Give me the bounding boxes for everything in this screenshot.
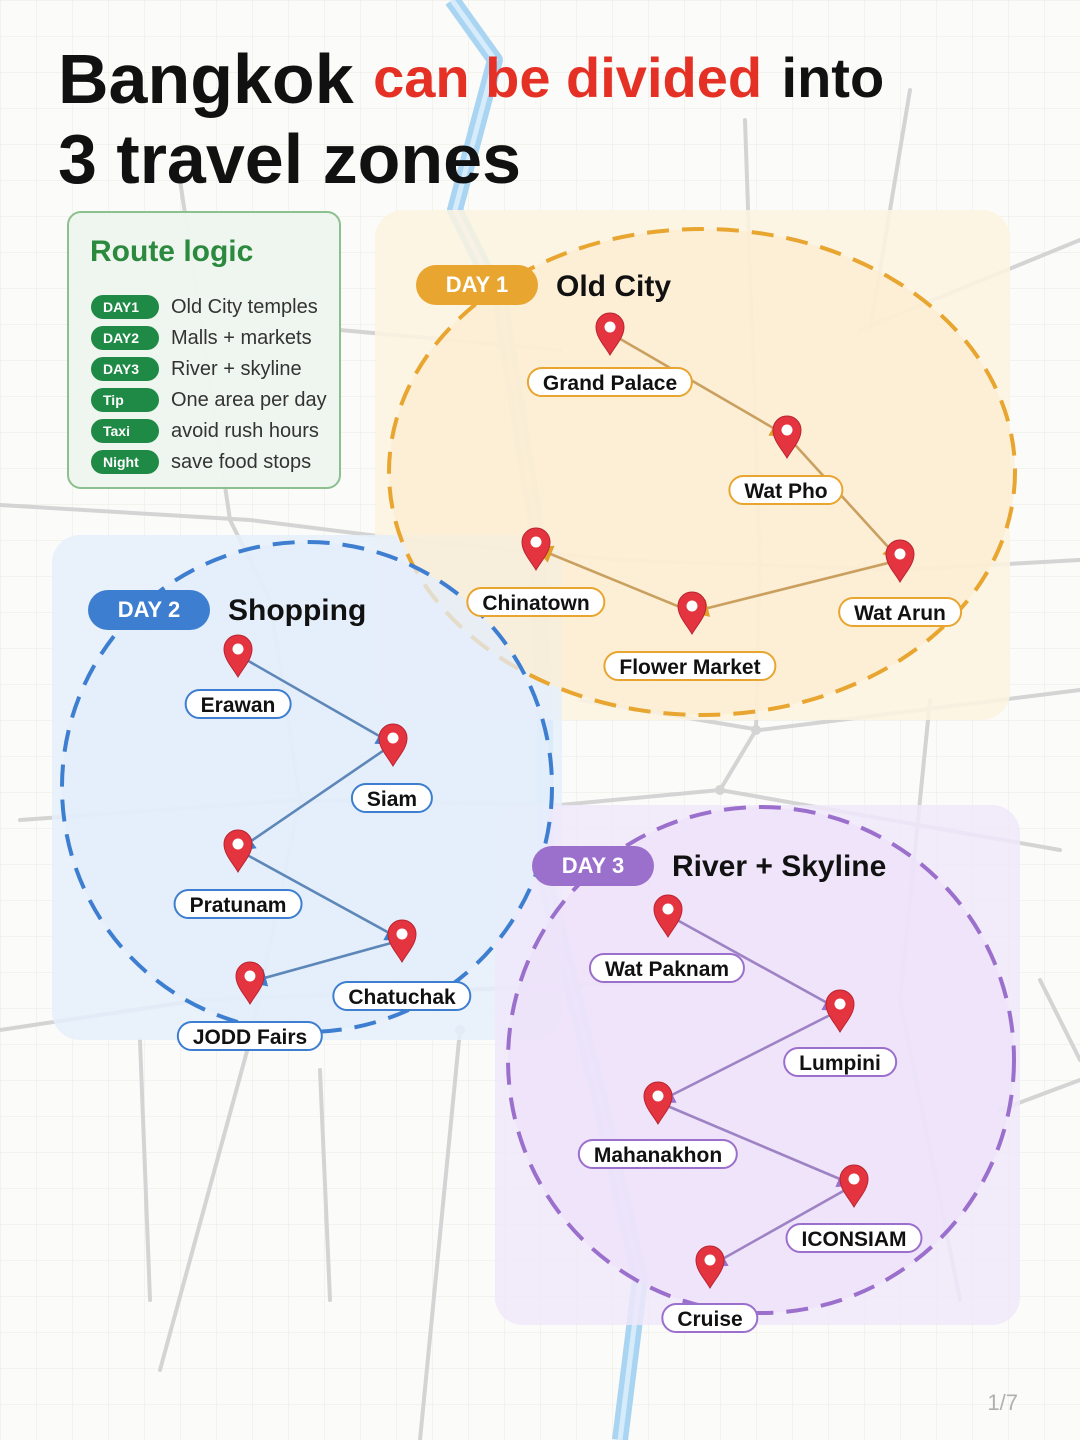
stop-label-chatuchak: Chatuchak xyxy=(332,981,472,1011)
map-pin-icon xyxy=(387,919,417,963)
page-title: Bangkok can be divided into 3 travel zon… xyxy=(58,44,884,194)
map-pin-icon xyxy=(885,539,915,583)
legend-text: Old City temples xyxy=(171,296,318,318)
route-day2 xyxy=(236,653,404,987)
route-day3 xyxy=(656,913,856,1268)
stop-label-lumpini: Lumpini xyxy=(783,1047,897,1077)
legend-text: Malls + markets xyxy=(171,327,312,349)
zone-name-day2: Shopping xyxy=(228,594,367,627)
map-pin-icon xyxy=(223,829,253,873)
legend-badge: Tip xyxy=(91,388,159,412)
stop-label-wat-pho: Wat Pho xyxy=(728,475,844,505)
legend-text: avoid rush hours xyxy=(171,420,319,442)
legend-badge: Night xyxy=(91,450,159,474)
stop-label-siam: Siam xyxy=(350,783,434,813)
map-pin-icon xyxy=(643,1081,673,1125)
stop-label-iconsiam: ICONSIAM xyxy=(785,1223,923,1253)
stop-label-grand-palace: Grand Palace xyxy=(526,367,694,397)
legend-badge: DAY2 xyxy=(91,326,159,350)
stop-label-chinatown: Chinatown xyxy=(466,587,606,617)
legend-badge: Taxi xyxy=(91,419,159,443)
stop-label-cruise: Cruise xyxy=(661,1303,759,1333)
title-word-into: into xyxy=(781,46,885,109)
map-pin-icon xyxy=(595,312,625,356)
map-pin-icon xyxy=(677,591,707,635)
stop-label-jodd-fairs: JODD Fairs xyxy=(176,1021,324,1051)
route-logic-legend: Route logic DAY1 Old City temples DAY2 M… xyxy=(67,211,341,489)
title-line2: 3 travel zones xyxy=(58,120,521,198)
map-pin-icon xyxy=(825,989,855,1033)
map-pin-icon xyxy=(695,1245,725,1289)
pins-layer xyxy=(223,312,915,1289)
map-pin-icon xyxy=(839,1164,869,1208)
zone-badge-day3: DAY 3 xyxy=(532,846,654,886)
map-pin-icon xyxy=(235,961,265,1005)
stop-label-erawan: Erawan xyxy=(184,689,292,719)
zone-name-day3: River + Skyline xyxy=(672,850,887,883)
map-pin-icon xyxy=(772,415,802,459)
legend-text: save food stops xyxy=(171,451,312,473)
legend-badge: DAY1 xyxy=(91,295,159,319)
title-highlight: can be divided xyxy=(373,46,763,109)
legend-text: One area per day xyxy=(171,389,327,411)
zone-badge-day2: DAY 2 xyxy=(88,590,210,630)
map-pin-icon xyxy=(653,894,683,938)
zone-ring-day3 xyxy=(506,805,1016,1315)
page-indicator: 1/7 xyxy=(987,1390,1018,1415)
zone-badge-day1: DAY 1 xyxy=(416,265,538,305)
map-pin-icon xyxy=(223,634,253,678)
map-pin-icon xyxy=(521,527,551,571)
stop-label-mahanakhon: Mahanakhon xyxy=(577,1139,739,1169)
stop-label-pratunam: Pratunam xyxy=(173,889,303,919)
title-word-bangkok: Bangkok xyxy=(58,40,354,118)
zone-name-day1: Old City xyxy=(556,270,672,303)
stop-label-wat-arun: Wat Arun xyxy=(838,597,962,627)
legend-text: River + skyline xyxy=(171,358,302,380)
stop-label-flower-market: Flower Market xyxy=(603,651,777,681)
legend-heading: Route logic xyxy=(90,235,254,268)
legend-badge: DAY3 xyxy=(91,357,159,381)
route-day1 xyxy=(534,331,902,617)
stop-label-wat-paknam: Wat Paknam xyxy=(588,953,746,983)
map-pin-icon xyxy=(378,723,408,767)
